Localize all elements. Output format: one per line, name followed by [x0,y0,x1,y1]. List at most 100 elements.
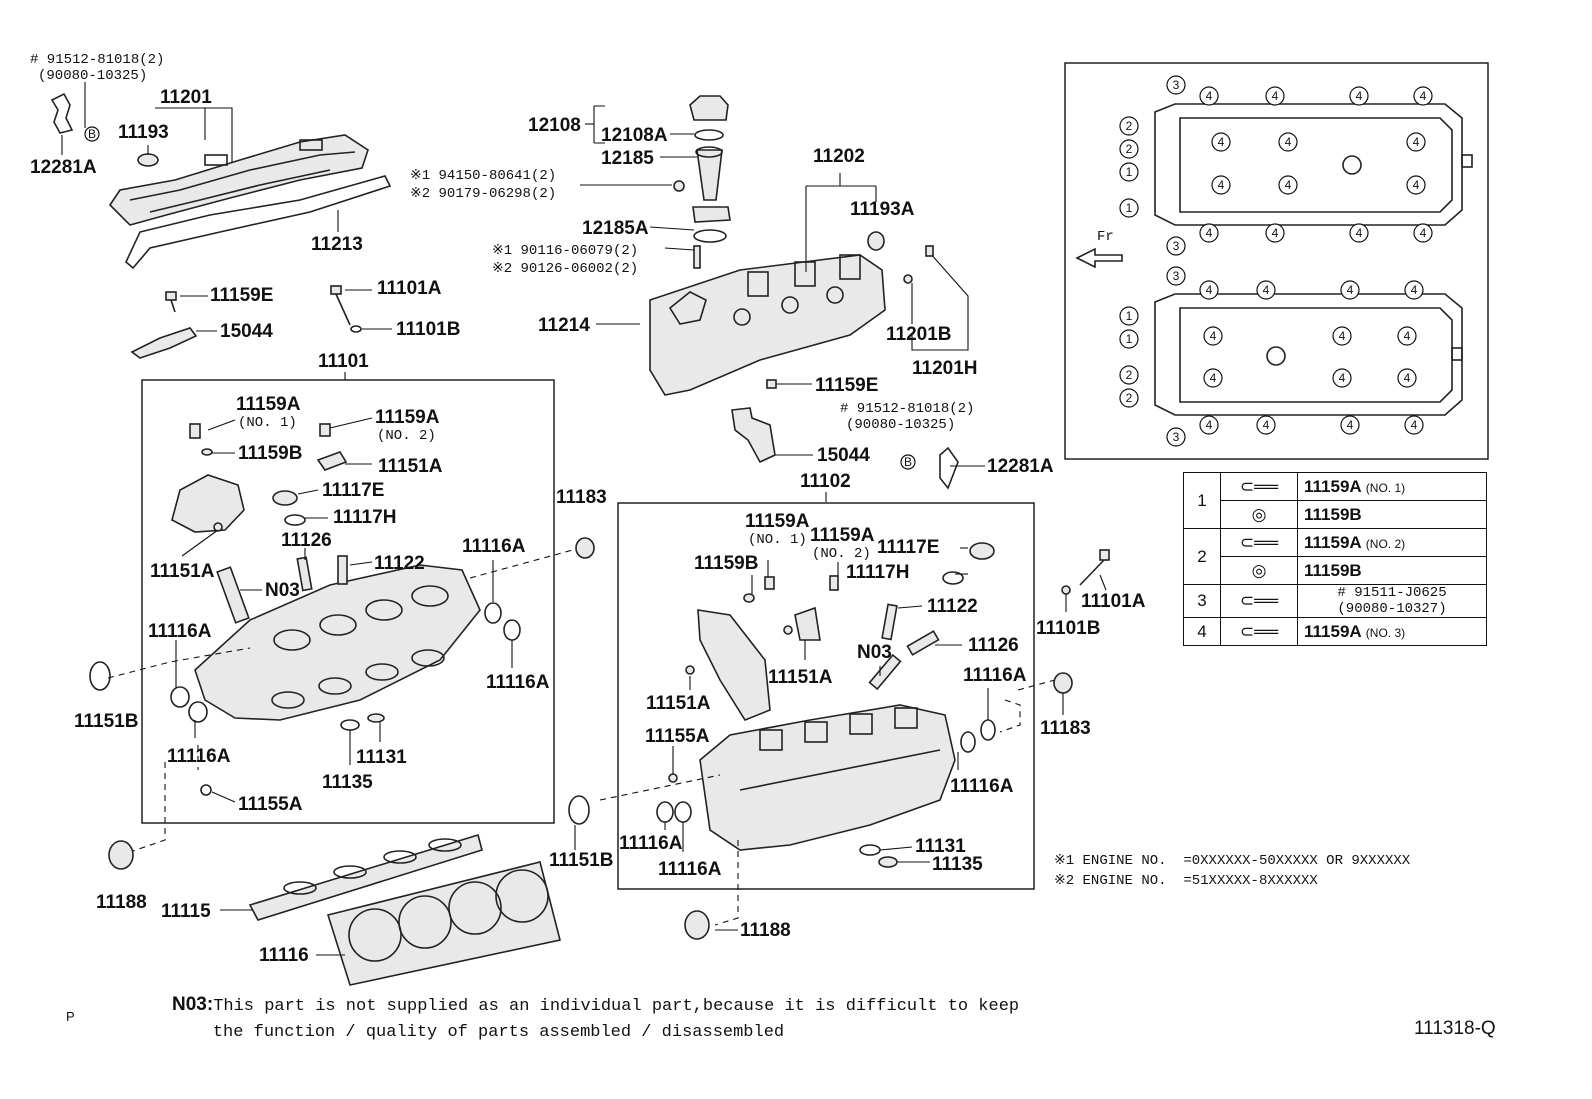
label-11159A-no2-left: 11159A [375,407,440,428]
bolt-sequence-mark [1406,175,1426,195]
bolt-sequence-mark [1119,139,1139,159]
label-11151B-right: 11151B [549,850,613,871]
bolt-sequence-number: 1 [1126,165,1133,179]
left-cylinder-head [194,564,481,721]
label-11159B-right: 11159B [694,553,758,574]
label-11151A-right1: 11151A [768,667,833,688]
head-gasket-11115 [220,833,483,921]
bracket-12281A-left: B [50,92,100,142]
bolt-sequence-number: 4 [1411,418,1418,432]
bolt-pattern-lower [1154,293,1463,416]
svg-text:(NO. 1): (NO. 1) [748,532,807,548]
bolt-sequence-number: 4 [1272,89,1279,103]
bolt-sequence-mark [1119,329,1139,349]
label-11101: 11101 [318,351,369,372]
right-cylinder-head [699,704,956,851]
svg-text:B: B [88,127,96,141]
bolt-icon: ⊂══ [1220,584,1298,618]
bolt-sequence-mark [1256,415,1276,435]
bolt-sequence-number: 3 [1173,269,1180,283]
label-12108A: 12108A [601,125,668,146]
label-11116A-l2: 11116A [148,621,212,642]
label-N03-left: N03 [265,580,300,601]
bolt-sequence-mark [1203,326,1223,346]
bolt-sequence-number: 4 [1210,371,1217,385]
bolt-sequence-mark [1119,365,1139,385]
svg-text:B: B [904,455,912,469]
bolt-icon: ⊂══ [1220,617,1298,646]
label-11183-left: 11183 [556,487,607,508]
bracket-15044-left [130,327,217,359]
bolt-sequence-number: 1 [1126,309,1133,323]
bolt-sequence-mark [1332,368,1352,388]
legend-row: 4 ⊂══ 11159A (NO. 3) [1183,617,1487,646]
label-11116A-l3: 11116A [486,672,550,693]
bolt-sequence-number: 4 [1263,418,1270,432]
bolt-sequence-mark [1278,132,1298,152]
label-12108: 12108 [528,115,581,136]
label-11151B-left: 11151B [74,711,138,732]
label-15044-right: 15044 [817,445,870,466]
bolt-sequence-mark [1119,162,1139,182]
label-11155A-right: 11155A [645,726,710,747]
label-11213: 11213 [311,234,363,255]
bolt-sequence-mark [1256,280,1276,300]
label-11193: 11193 [118,122,169,143]
label-11201B: 11201B [886,324,952,345]
label-11151A-right2: 11151A [646,693,711,714]
bolt-sequence-number: 4 [1285,178,1292,192]
label-11101A-left: 11101A [377,278,442,299]
bolt-sequence-number: 4 [1218,178,1225,192]
svg-text:※1 94150-80641(2): ※1 94150-80641(2) [410,168,556,184]
label-11151A-left-top: 11151A [378,456,443,477]
bolt-sequence-number: 4 [1356,226,1363,240]
label-11131-left: 11131 [356,747,407,768]
bolt-sequence-number: 4 [1411,283,1418,297]
label-12185: 12185 [601,148,654,169]
label-12185A: 12185A [582,218,649,239]
bolt-sequence-number: 4 [1210,329,1217,343]
bolt-sequence-number: 4 [1339,371,1346,385]
label-11101A-right: 11101A [1081,591,1146,612]
right-small-parts [656,542,996,868]
label-11193A: 11193A [850,199,915,220]
bolt-sequence-number: 4 [1206,283,1213,297]
bolt-sequence-mark [1349,223,1369,243]
right-cam-housing-cover [697,609,771,721]
svg-text:※2 90126-06002(2): ※2 90126-06002(2) [492,261,638,277]
legend-row: 3 ⊂══ # 91511-J0625(90080-10327) [1183,584,1487,618]
bolt-sequence-mark [1211,132,1231,152]
bolt-sequence-number: 3 [1173,239,1180,253]
front-arrow: Fr [1075,229,1123,269]
label-15044-left: 15044 [220,321,273,342]
label-11155A-left: 11155A [238,794,303,815]
stud-11101A-left [330,285,372,326]
bolt-sequence-mark [1166,75,1186,95]
bolt-sequence-mark [1119,116,1139,136]
bolt-icon: ⊂══ [1220,528,1298,557]
bolt-sequence-number: 4 [1263,283,1270,297]
label-11159A-no1-left: 11159A [236,394,301,415]
label-11188-left: 11188 [96,892,147,913]
label-11214: 11214 [538,315,590,336]
bolt-sequence-mark [1406,132,1426,152]
label-11202: 11202 [813,146,865,167]
label-11159A-no1-right: 11159A [745,511,810,532]
illustration-code: 111318-Q [1414,1018,1496,1039]
left-cam-housing-cover [171,474,245,533]
svg-text:※1 90116-06079(2): ※1 90116-06079(2) [492,243,638,259]
bolt-sequence-number: 4 [1347,418,1354,432]
bolt-sequence-number: 4 [1218,135,1225,149]
bolt-sequence-number: 3 [1173,78,1180,92]
legend-row: ◎ 11159B [1184,556,1487,585]
bolt-sequence-number: 4 [1420,226,1427,240]
legend-circle: 3 [1183,584,1221,618]
bolt-sequence-number: 4 [1272,226,1279,240]
label-11117H-right: 11117H [846,562,909,583]
label-11159A-no2-right: 11159A [810,525,875,546]
bolt-sequence-mark [1265,223,1285,243]
bolt-pattern-upper [1154,103,1473,226]
label-11135-right: 11135 [932,854,983,875]
bolt-sequence-mark [1199,86,1219,106]
